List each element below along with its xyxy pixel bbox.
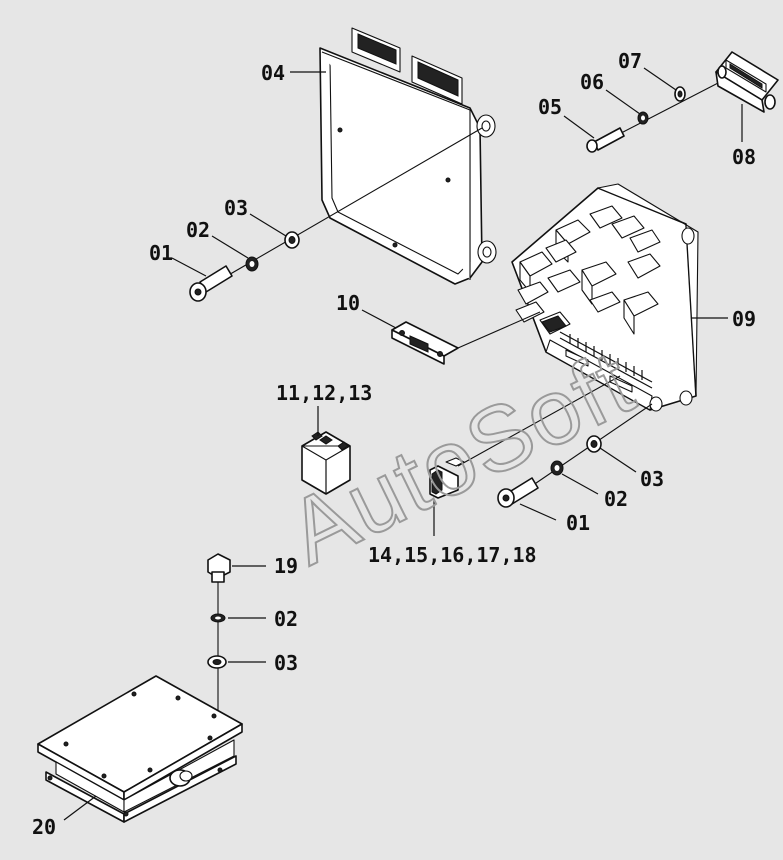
callout-08: 08 xyxy=(732,145,756,169)
callout-14-18: 14,15,16,17,18 xyxy=(368,543,537,567)
callout-03-lower: 03 xyxy=(640,467,664,491)
assembly-axis-upper xyxy=(219,127,483,281)
callout-11-12-13: 11,12,13 xyxy=(276,381,372,405)
flat-washer-part-03-lower xyxy=(586,435,602,453)
fuse-row xyxy=(569,334,643,380)
control-module-part-20 xyxy=(37,675,243,823)
callout-03-vertical: 03 xyxy=(274,651,298,675)
connector-part-08 xyxy=(715,51,779,113)
callout-07: 07 xyxy=(618,49,642,73)
ecu-controller-part-04 xyxy=(319,27,497,285)
callout-19: 19 xyxy=(274,554,298,578)
lock-washer-part-02-vertical xyxy=(210,613,226,623)
callout-05: 05 xyxy=(538,95,562,119)
cap-screw-part-01-lower xyxy=(497,477,539,508)
blade-fuse-part-14-18 xyxy=(429,457,465,499)
callout-02-upper: 02 xyxy=(186,218,210,242)
washer-part-07 xyxy=(674,86,686,102)
assembly-axis-fuse xyxy=(457,375,621,467)
leader-lines xyxy=(63,67,743,821)
bolt-part-19 xyxy=(207,553,231,583)
flat-washer-part-03-upper xyxy=(284,231,300,249)
flat-washer-part-03-vertical xyxy=(207,655,227,669)
lock-washer-part-02-upper xyxy=(245,256,259,272)
callout-02-vertical: 02 xyxy=(274,607,298,631)
callout-09: 09 xyxy=(732,307,756,331)
assembly-axis-fuse-link xyxy=(457,311,541,349)
callout-01-lower: 01 xyxy=(566,511,590,535)
fuse-link-part-10 xyxy=(391,321,459,365)
callout-03-upper: 03 xyxy=(224,196,248,220)
relay-part-11-12-13 xyxy=(301,431,351,495)
callout-10: 10 xyxy=(336,291,360,315)
callout-02-lower: 02 xyxy=(604,487,628,511)
callout-04: 04 xyxy=(261,61,285,85)
callout-06: 06 xyxy=(580,70,604,94)
lock-washer-part-02-lower xyxy=(550,460,564,476)
lock-washer-part-06 xyxy=(637,111,649,125)
cap-screw-part-01-upper xyxy=(189,265,233,302)
assembly-axis-lower-right xyxy=(519,403,653,495)
fuse-relay-box-part-09 xyxy=(511,183,699,412)
screw-part-05 xyxy=(586,127,625,153)
callout-20: 20 xyxy=(32,815,56,839)
callout-01-upper: 01 xyxy=(149,241,173,265)
